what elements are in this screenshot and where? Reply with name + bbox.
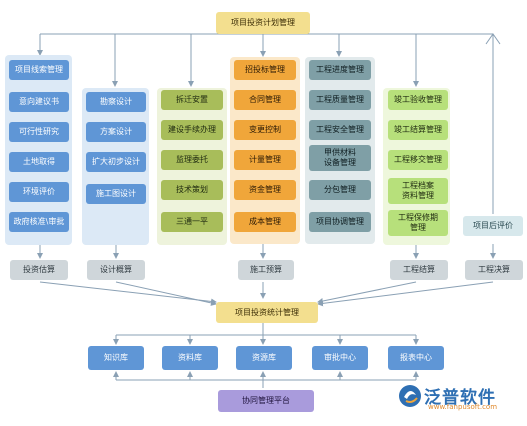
col4-item[interactable]: 变更控制: [234, 120, 296, 140]
col6-item[interactable]: 竣工结算管理: [388, 120, 448, 140]
fanpu-logo-icon: [399, 385, 421, 407]
logo-name: 泛普软件: [424, 388, 496, 408]
library-item[interactable]: 审批中心: [312, 346, 368, 370]
col4-item[interactable]: 资金管理: [234, 180, 296, 200]
col2-item[interactable]: 扩大初步设计: [86, 152, 146, 172]
col6-item[interactable]: 工程移交管理: [388, 150, 448, 170]
col3-item[interactable]: 拆迁安置: [161, 90, 223, 110]
col2-item[interactable]: 方案设计: [86, 122, 146, 142]
col6-item[interactable]: 竣工验收管理: [388, 90, 448, 110]
col3-item[interactable]: 建设手续办理: [161, 120, 223, 140]
col4-item[interactable]: 招投标管理: [234, 60, 296, 80]
col1-item[interactable]: 土地取得: [9, 152, 69, 172]
col2-footer[interactable]: 设计概算: [87, 260, 145, 280]
col4-item[interactable]: 成本管理: [234, 212, 296, 232]
col5-item[interactable]: 工程质量管理: [309, 90, 371, 110]
col4-item[interactable]: 计量管理: [234, 150, 296, 170]
col1-item[interactable]: 环境评价: [9, 182, 69, 202]
col345-footer[interactable]: 施工预算: [238, 260, 294, 280]
col2-item[interactable]: 勘察设计: [86, 92, 146, 112]
library-item[interactable]: 知识库: [88, 346, 144, 370]
col6-item[interactable]: 工程保修期 管理: [388, 210, 448, 236]
col6-item[interactable]: 工程档案 资料管理: [388, 178, 448, 204]
library-item[interactable]: 报表中心: [388, 346, 444, 370]
col5-item[interactable]: 工程进度管理: [309, 60, 371, 80]
library-item[interactable]: 资料库: [162, 346, 218, 370]
project-plan-management[interactable]: 项目投资计划管理: [216, 12, 310, 34]
col3-item[interactable]: 技术策划: [161, 180, 223, 200]
col5-item[interactable]: 甲供材料 设备管理: [309, 145, 371, 171]
collaboration-platform[interactable]: 协同管理平台: [218, 390, 314, 412]
col3-item[interactable]: 监理委托: [161, 150, 223, 170]
col7-footer[interactable]: 工程决算: [465, 260, 523, 280]
col4-item[interactable]: 合同管理: [234, 90, 296, 110]
col6-footer[interactable]: 工程结算: [390, 260, 448, 280]
col2-item[interactable]: 施工图设计: [86, 184, 146, 204]
col1-item[interactable]: 意向建议书: [9, 92, 69, 112]
col1-footer[interactable]: 投资估算: [10, 260, 68, 280]
col1-item[interactable]: 项目线索管理: [9, 60, 69, 80]
col3-item[interactable]: 三通一平: [161, 212, 223, 232]
col1-item[interactable]: 可行性研究: [9, 122, 69, 142]
project-statistics-management[interactable]: 项目投资统计管理: [216, 302, 318, 323]
col1-item[interactable]: 政府核准\审批: [9, 212, 69, 232]
col7-item[interactable]: 项目后评价: [463, 216, 523, 236]
col5-item[interactable]: 分包管理: [309, 180, 371, 200]
col5-item[interactable]: 工程安全管理: [309, 120, 371, 140]
library-item[interactable]: 资源库: [236, 346, 292, 370]
col5-item[interactable]: 项目协调管理: [309, 212, 371, 232]
logo-url: www.fanpusoft.com: [428, 403, 498, 411]
